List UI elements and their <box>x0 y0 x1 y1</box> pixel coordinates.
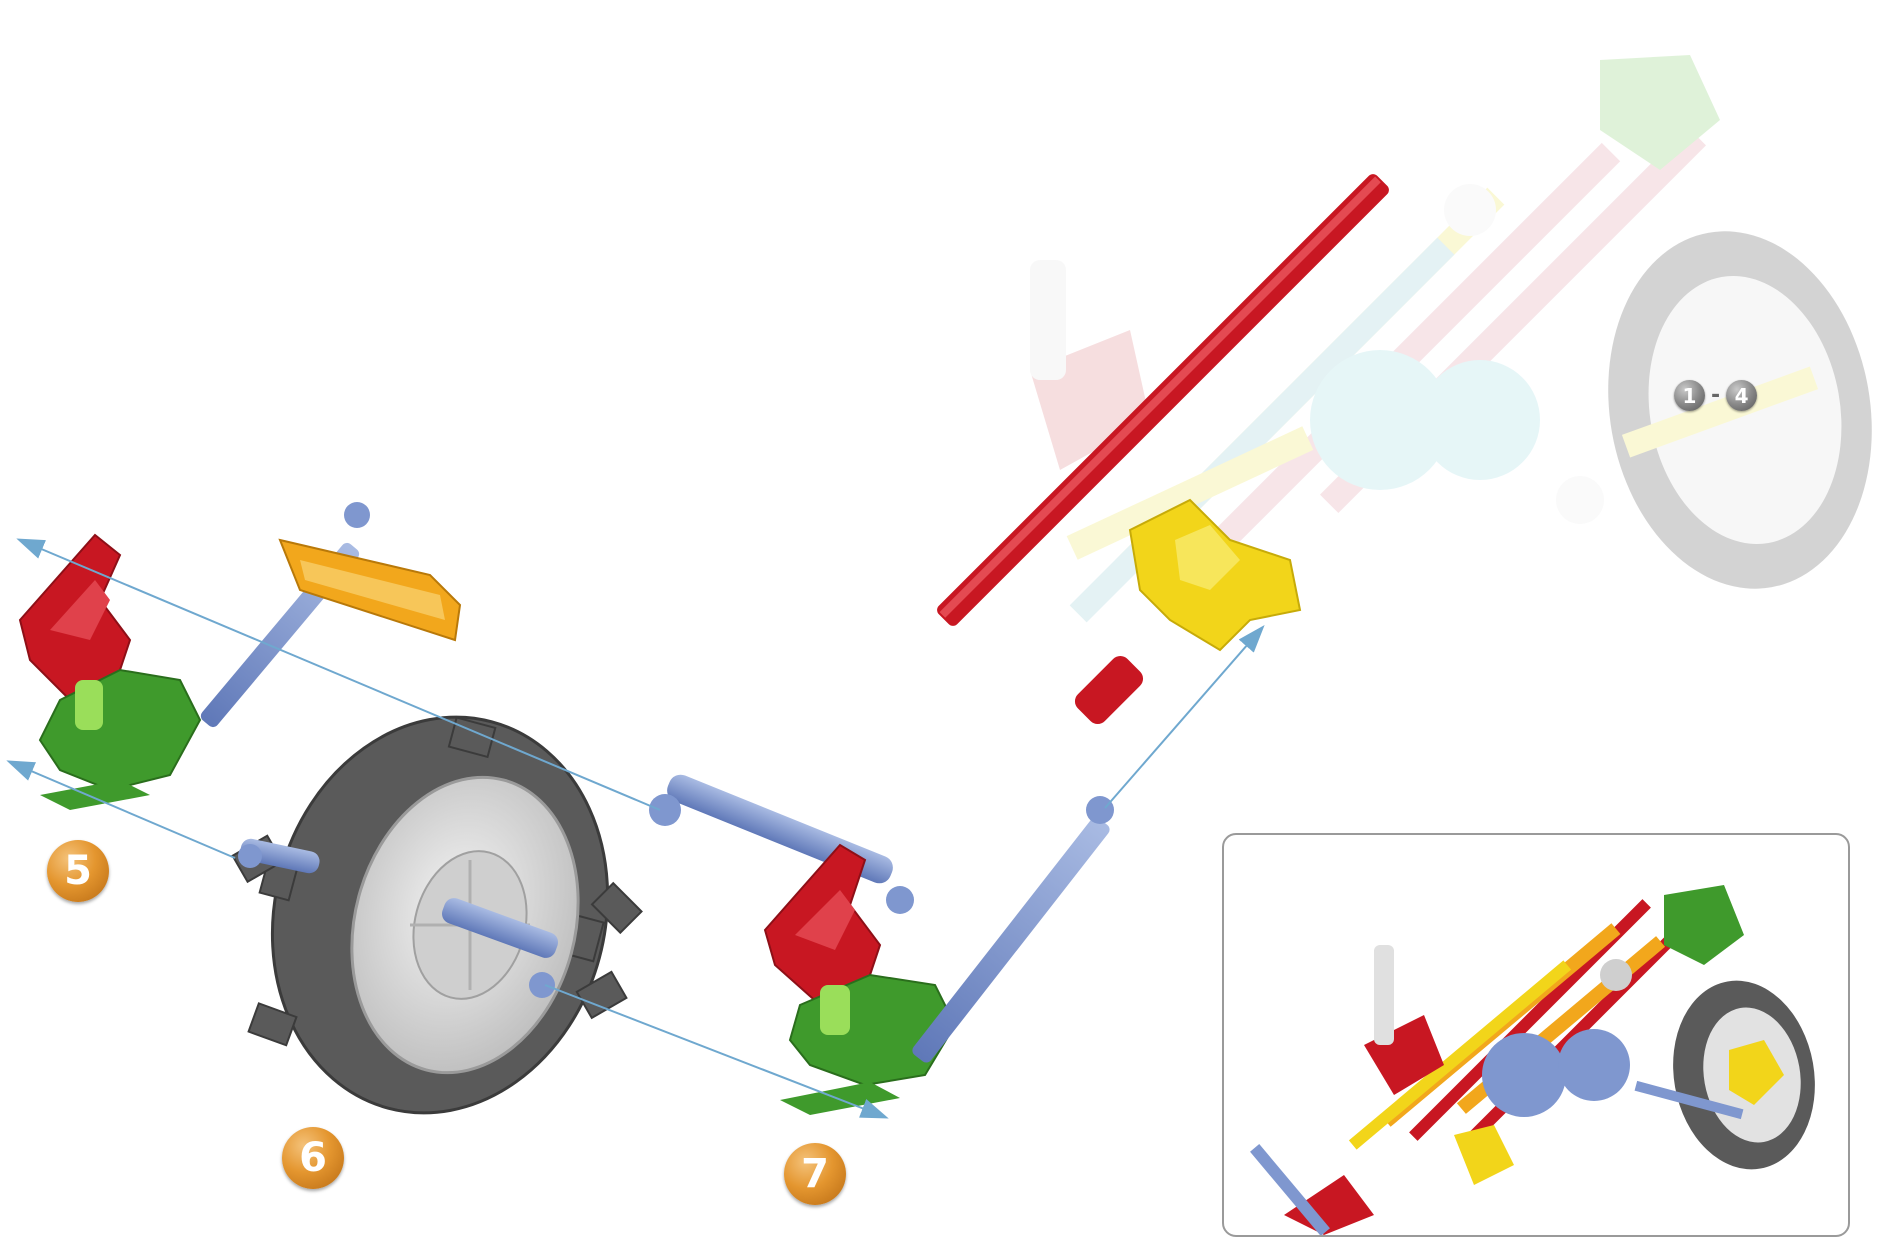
arrow-step7 <box>1105 628 1262 808</box>
step-number-7: 7 <box>784 1143 846 1205</box>
step5-orange-connector <box>280 540 460 640</box>
inset-illustration <box>1224 835 1848 1235</box>
reference-step-start: 1 <box>1674 380 1705 411</box>
reference-dash: - <box>1711 383 1720 408</box>
reference-step-end: 4 <box>1726 380 1757 411</box>
instruction-page: 5 6 7 1 - 4 <box>0 0 1889 1207</box>
step-number-6: 6 <box>282 1127 344 1189</box>
step7-blue-rod-short <box>649 771 914 914</box>
step5-blue-rod <box>198 502 370 730</box>
step7-blue-rod-long <box>910 796 1114 1065</box>
completed-assembly-inset <box>1222 833 1850 1237</box>
yellow-connector <box>1130 500 1300 650</box>
assembly-arrows <box>10 540 1262 1117</box>
step6-wheel <box>229 679 651 1151</box>
step-number-5: 5 <box>47 840 109 902</box>
previous-steps-reference: 1 - 4 <box>1674 380 1757 411</box>
